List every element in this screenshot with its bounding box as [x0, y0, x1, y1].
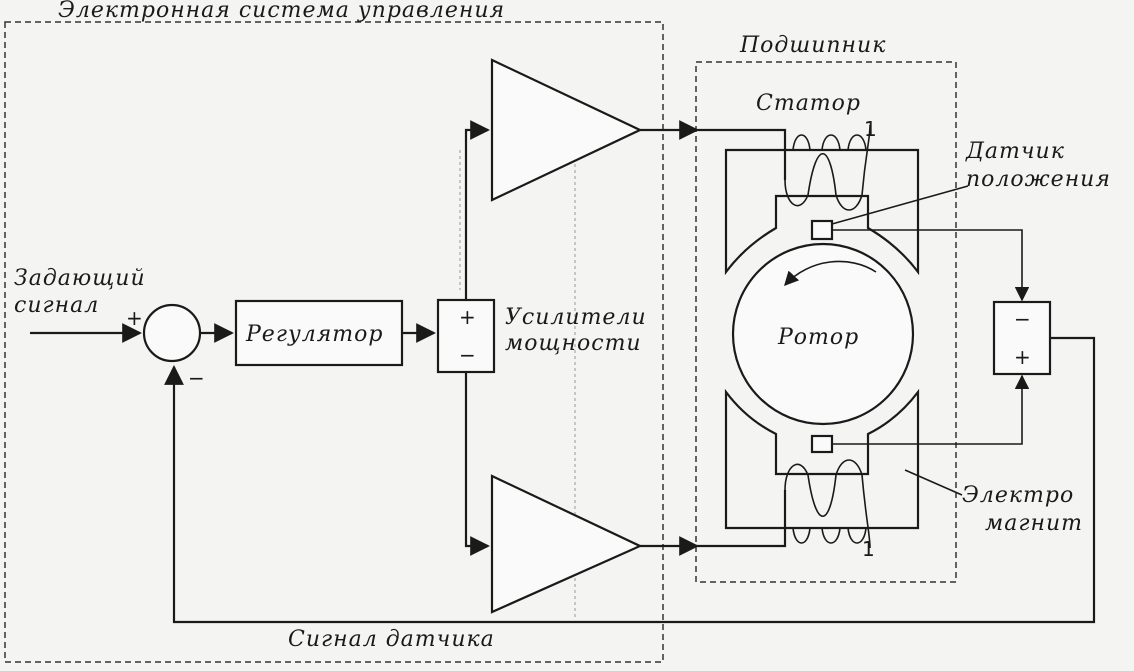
lower-sensor-wire	[832, 374, 1030, 445]
splitter-plus-sign: +	[459, 305, 476, 329]
lower-coil-winding	[784, 459, 871, 549]
splitter-to-upper-amp-wire	[464, 120, 490, 300]
summing-junction	[142, 303, 202, 363]
upper-coil-winding	[821, 134, 841, 151]
lower-amp-to-magnet-wire	[697, 490, 787, 548]
regulator-label: Регулятор	[245, 322, 383, 347]
power-amplifiers-label: Усилители	[505, 305, 647, 330]
rotor-label: Ротор	[777, 325, 859, 350]
magnet-terminal-mark: 1	[862, 537, 875, 561]
reference-signal-label: Задающий	[14, 266, 146, 291]
splitter-to-lower-amp-wire	[464, 372, 490, 556]
lower-position-sensor	[810, 434, 834, 454]
regulator-block	[234, 299, 404, 367]
upper-position-sensor	[810, 219, 834, 241]
stator-label: Статор	[756, 91, 861, 116]
sensor-feedback-wire	[164, 336, 1096, 624]
rotor-rotation-arrow	[784, 260, 877, 287]
upper-coil-winding	[784, 124, 871, 211]
upper-sensor-leader	[831, 185, 969, 225]
electromagnet-label: магнит	[985, 511, 1083, 536]
splitter-minus-sign: −	[459, 343, 476, 367]
control-system-boundary	[4, 21, 664, 663]
upper-power-amplifier	[490, 58, 643, 202]
electromagnet-label: Электро	[962, 483, 1074, 508]
upper-coil-winding	[792, 134, 811, 151]
position-sensor-label: Датчик	[965, 139, 1065, 164]
lower-power-amplifier	[490, 474, 643, 614]
bearing-label: Подшипник	[739, 33, 886, 58]
diff-plus-sign: +	[1014, 345, 1031, 369]
upper-amp-to-stator-wire	[697, 128, 787, 180]
lower-coil-winding	[847, 527, 867, 544]
control-system-label: Электронная система управления	[58, 0, 505, 23]
differential-block	[992, 300, 1052, 376]
reference-signal-label: сигнал	[14, 293, 99, 318]
stator-terminal-mark: 1	[864, 117, 877, 141]
bearing-boundary	[695, 61, 957, 583]
sensor-signal-label: Сигнал датчика	[288, 627, 495, 652]
upper-sensor-wire	[832, 229, 1030, 302]
power-amplifiers-label: мощности	[505, 331, 642, 356]
lower-coil-winding	[792, 527, 811, 544]
rotor	[731, 242, 915, 426]
sum-plus-sign: +	[126, 306, 143, 330]
diff-minus-sign: −	[1014, 307, 1031, 331]
electromagnet-leader	[904, 469, 963, 496]
lower-electromagnet-core	[724, 388, 920, 530]
upper-coil-winding	[847, 134, 867, 151]
sum-minus-sign: −	[188, 366, 205, 390]
position-sensor-label: положения	[966, 167, 1111, 192]
lower-coil-winding	[821, 527, 841, 544]
upper-stator-core	[724, 148, 920, 276]
